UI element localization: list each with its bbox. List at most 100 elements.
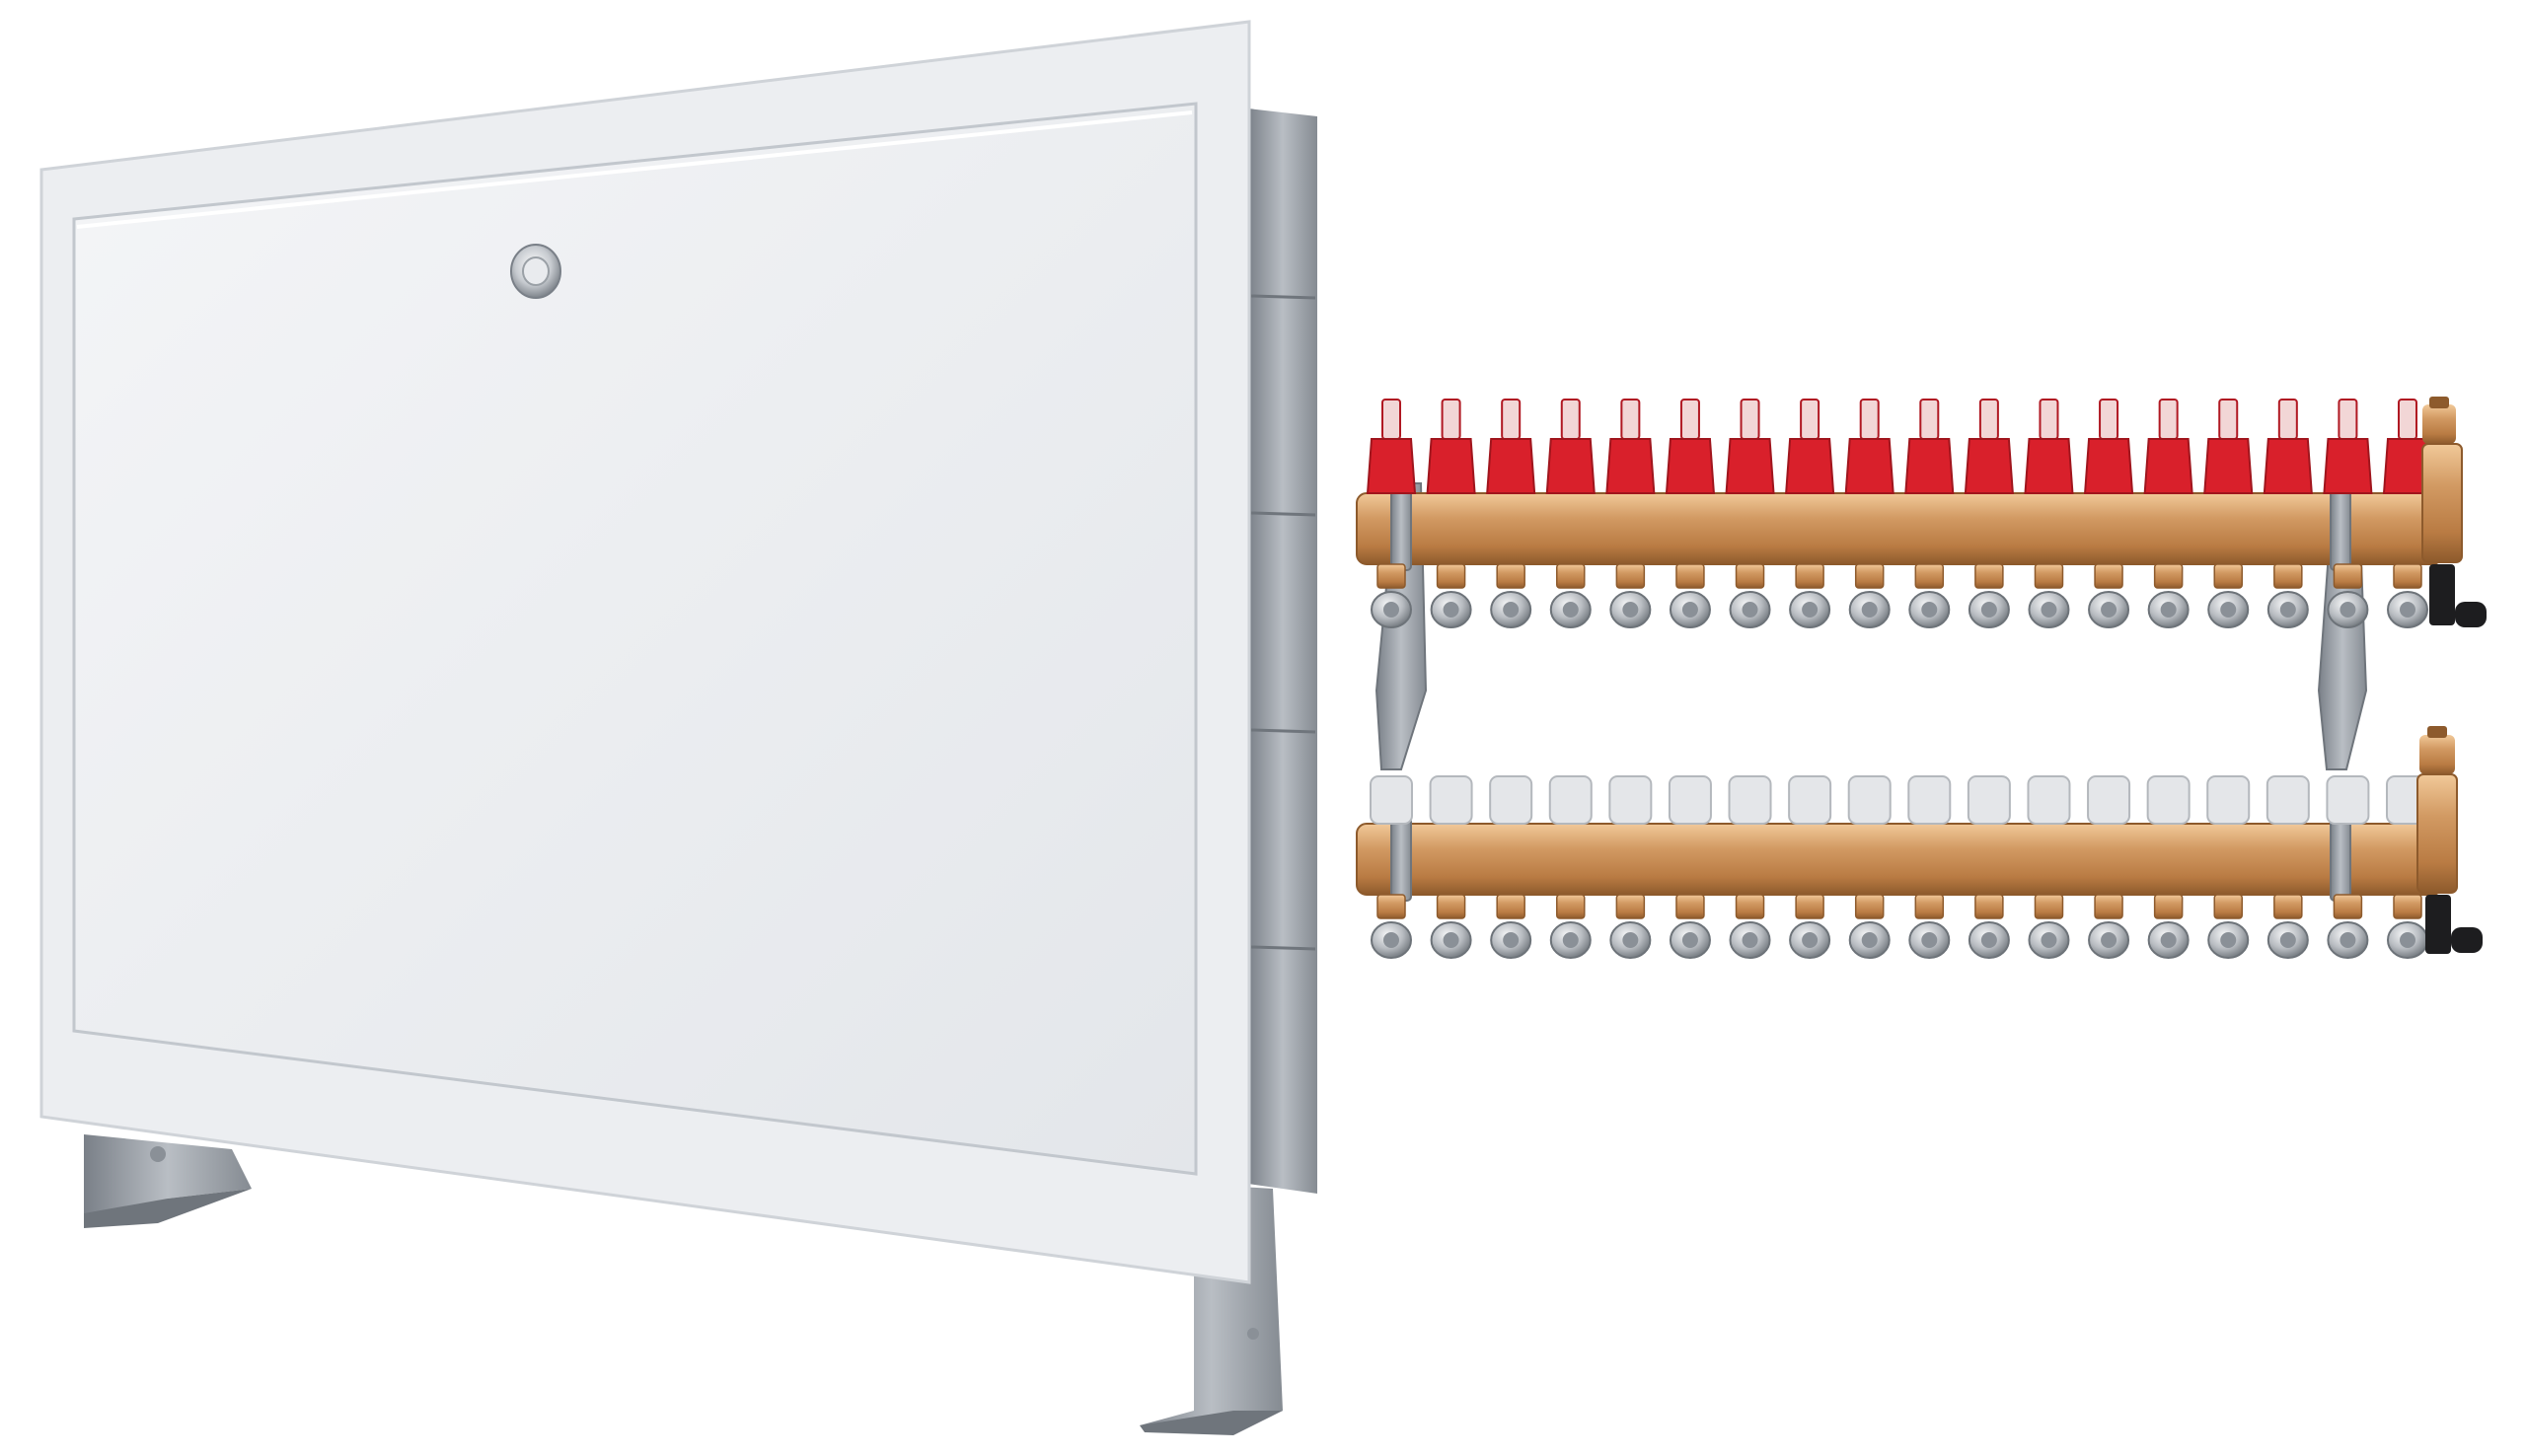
outlet-nipple xyxy=(1735,563,1765,589)
outlet xyxy=(1429,775,1473,959)
outlet xyxy=(2146,775,2191,959)
cabinet-leg-left xyxy=(84,1134,252,1223)
flowmeter-body xyxy=(1545,438,1596,494)
fitting-bore xyxy=(1861,602,1878,618)
flowmeter-tube xyxy=(1381,399,1401,440)
valve-cap xyxy=(1429,775,1473,825)
flowmeter-body xyxy=(2024,438,2074,494)
air-vent-icon xyxy=(2419,397,2456,774)
outlet xyxy=(2143,399,2193,628)
flowmeter-body xyxy=(1366,438,1417,494)
outlet-nipple xyxy=(2273,894,2303,919)
fitting-bore xyxy=(1921,932,1938,948)
flowmeter-tube xyxy=(1919,399,1940,440)
fitting-bore xyxy=(2041,932,2057,948)
manifold-outlets xyxy=(1366,399,2433,959)
flowmeter-body xyxy=(1605,438,1656,494)
outlet-nipple xyxy=(1376,563,1406,589)
valve-cap xyxy=(1907,775,1952,825)
outlet xyxy=(1545,399,1596,628)
outlet-nipple xyxy=(1556,894,1586,919)
cabinet-leg-left-foot xyxy=(84,1189,252,1228)
flowmeter-tube xyxy=(1800,399,1820,440)
flowmeter-body xyxy=(2323,438,2373,494)
fitting-bore xyxy=(1802,602,1819,618)
outlet-nipple xyxy=(2393,563,2422,589)
flowmeter-tube xyxy=(1740,399,1760,440)
flowmeter-body xyxy=(1785,438,1835,494)
outlet xyxy=(1785,399,1835,628)
outlet xyxy=(2087,775,2131,959)
valve-cap xyxy=(2087,775,2131,825)
flowmeter-tube xyxy=(2277,399,2298,440)
return-bar xyxy=(1356,823,2443,896)
cabinet-side-slots xyxy=(1250,294,1316,951)
outlet-nipple xyxy=(2034,563,2064,589)
outlet-nipple xyxy=(1615,563,1646,589)
outlet-nipple xyxy=(1496,894,1525,919)
fitting-bore xyxy=(1562,602,1579,618)
flowmeter-body xyxy=(1486,438,1536,494)
outlet xyxy=(1486,399,1536,628)
flowmeter-tube xyxy=(1560,399,1581,440)
outlet xyxy=(1370,775,1413,959)
fitting-bore xyxy=(1861,932,1878,948)
flowmeter-body xyxy=(1426,438,1476,494)
outlet xyxy=(1665,399,1716,628)
flowmeter-tube xyxy=(1620,399,1641,440)
flowmeter-body xyxy=(2263,438,2313,494)
outlet-nipple xyxy=(2333,563,2363,589)
underfloor-heating-manifold xyxy=(1356,397,2487,959)
fitting-bore xyxy=(2400,932,2415,948)
valve-cap xyxy=(1788,775,1832,825)
valve-cap xyxy=(1967,775,2011,825)
fitting-bore xyxy=(1921,602,1938,618)
fitting-bore xyxy=(2160,932,2177,948)
fitting-bore xyxy=(1622,602,1639,618)
fitting-bore xyxy=(2220,602,2237,618)
cabinet-side xyxy=(1248,109,1317,1194)
outlet-nipple xyxy=(1914,894,1945,919)
outlet-nipple xyxy=(1854,894,1885,919)
outlet xyxy=(2323,399,2373,628)
outlet-nipple xyxy=(1496,563,1525,589)
outlet xyxy=(2027,775,2071,959)
outlet-nipple xyxy=(1436,563,1466,589)
outlet xyxy=(2263,399,2313,628)
flowmeter-tube xyxy=(2099,399,2119,440)
valve-cap xyxy=(1668,775,1712,825)
flowmeter-body xyxy=(2203,438,2254,494)
outlet-nipple xyxy=(1914,563,1945,589)
fitting-bore xyxy=(1443,932,1459,948)
flowmeter-body xyxy=(1904,438,1955,494)
outlet xyxy=(2083,399,2134,628)
fitting-bore xyxy=(1681,602,1698,618)
door-gap-highlight xyxy=(76,110,1193,229)
valve-cap xyxy=(1608,775,1653,825)
flowmeter-tube xyxy=(1978,399,1999,440)
fitting-bore xyxy=(1742,932,1758,948)
outlet-nipple xyxy=(2213,563,2243,589)
leg-screw xyxy=(1247,1328,1259,1340)
fitting-bore xyxy=(2279,932,2296,948)
fitting-bore xyxy=(2400,602,2415,618)
end-tee-fittings xyxy=(2416,443,2463,894)
valve-cap xyxy=(2206,775,2251,825)
flowmeter-body xyxy=(1725,438,1775,494)
outlet-nipple xyxy=(2393,894,2422,919)
outlet-nipple xyxy=(1436,894,1466,919)
outlet-nipple xyxy=(2153,563,2184,589)
flowmeter-tube xyxy=(2398,399,2417,440)
fitting-bore xyxy=(1802,932,1819,948)
flowmeter-body xyxy=(1844,438,1894,494)
outlet xyxy=(1548,775,1593,959)
outlet xyxy=(2024,399,2074,628)
outlet-nipple xyxy=(1974,894,2004,919)
valve-cap xyxy=(1548,775,1593,825)
supply-bar xyxy=(1356,492,2443,565)
outlet-nipple xyxy=(2333,894,2363,919)
outlet-nipple xyxy=(1675,563,1705,589)
fitting-bore xyxy=(1383,602,1399,618)
outlet xyxy=(2203,399,2254,628)
